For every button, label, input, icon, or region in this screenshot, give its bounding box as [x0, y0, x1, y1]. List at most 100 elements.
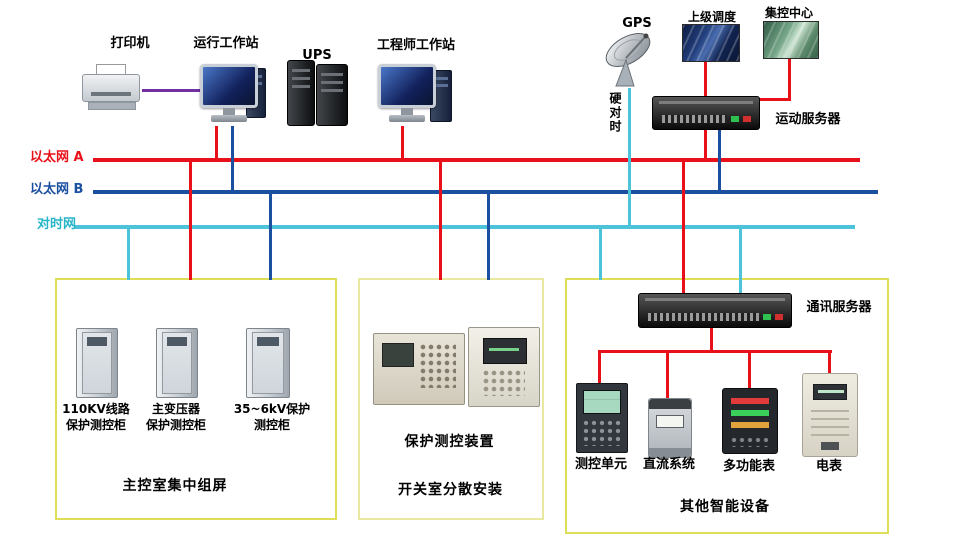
- connector-line: [439, 162, 442, 280]
- device-keypad: [483, 370, 525, 396]
- meter-port: [821, 442, 839, 450]
- operator-workstation-label: 运行工作站: [193, 36, 259, 51]
- meter-readout: [731, 398, 769, 404]
- server-ports: [662, 115, 727, 123]
- control-center-uplink: [788, 57, 791, 101]
- engineer-workstation-label: 工程师工作站: [376, 38, 455, 53]
- cabinet-label: 35~6kV保护 测控柜: [233, 402, 311, 432]
- gps-antenna-icon: [600, 28, 664, 90]
- connector-line: [231, 126, 234, 190]
- protection-cabinet-icon: [156, 328, 198, 398]
- connector-line: [682, 162, 685, 293]
- monitor-screen: [378, 64, 436, 108]
- main-control-room-caption: 主控室集中组屏: [122, 478, 228, 494]
- protection-device-icon: [373, 333, 465, 405]
- device-screen: [382, 343, 414, 367]
- dispatch-label: 上级调度: [687, 10, 736, 24]
- meter-display: [656, 415, 684, 428]
- time-sync-label: 对时网: [37, 217, 77, 232]
- dispatch-photo: [682, 24, 740, 62]
- device-label: 直流系统: [642, 457, 695, 472]
- device-screen: [483, 338, 527, 364]
- connector-line: [666, 353, 669, 398]
- protection-cabinet-icon: [246, 328, 290, 398]
- meter-readout: [731, 422, 769, 428]
- printer-label: 打印机: [110, 36, 150, 51]
- multifunction-meter-icon: [722, 388, 778, 454]
- connector-line: [739, 229, 742, 293]
- meter-terminals: [649, 448, 691, 457]
- device-keys: [583, 420, 621, 446]
- printer-icon: [82, 64, 140, 110]
- device-screen: [583, 390, 621, 414]
- connector-line: [269, 194, 272, 280]
- dc-system-icon: [648, 398, 692, 458]
- ethernet-a-label: 以太网 A: [30, 150, 84, 165]
- ups-tower-icon: [287, 60, 315, 126]
- connector-line: [215, 126, 218, 158]
- meter-readout: [731, 410, 769, 416]
- time-sync-bus: [75, 225, 855, 229]
- telecontrol-server-label: 运动服务器: [775, 112, 841, 127]
- server-ports: [648, 313, 759, 321]
- connector-line: [598, 353, 601, 383]
- connector-line: [401, 126, 404, 158]
- server-leds: [775, 314, 783, 320]
- server-leds: [743, 116, 751, 122]
- dispatch-uplink: [704, 60, 707, 96]
- comm-server-drop: [710, 326, 713, 352]
- switch-room-zone: [358, 278, 544, 520]
- meter-display: [813, 384, 847, 400]
- control-center-photo: [763, 21, 819, 59]
- device-label: 电表: [815, 459, 842, 474]
- operator-workstation-icon: [198, 64, 260, 122]
- device-keys: [420, 344, 456, 388]
- meter-top: [649, 399, 691, 409]
- connector-line: [828, 353, 831, 375]
- connector-line: [487, 194, 490, 280]
- protection-cabinet-icon: [76, 328, 118, 398]
- device-label: 多功能表: [722, 459, 775, 474]
- printer-tray: [88, 102, 136, 110]
- control-center-label: 集控中心: [764, 6, 813, 20]
- smart-devices-caption: 其他智能设备: [680, 499, 770, 515]
- monitor-stand: [223, 108, 235, 115]
- cabinet-label: 主变压器 保护测控柜: [145, 402, 206, 432]
- connector-line: [599, 229, 602, 280]
- protection-device-label: 保护测控装置: [404, 434, 495, 450]
- switch-room-caption: 开关室分散安装: [398, 482, 503, 498]
- hard-time-sync-label: 硬对时: [608, 92, 622, 134]
- ups-label: UPS: [302, 48, 332, 63]
- main-control-room-zone: [55, 278, 337, 520]
- meter-buttons: [731, 437, 769, 447]
- telecontrol-server-icon: [652, 96, 760, 130]
- measurement-unit-icon: [576, 383, 628, 453]
- gps-time-sync-line: [628, 88, 631, 225]
- monitor-base: [389, 115, 425, 122]
- energy-meter-icon: [802, 373, 858, 457]
- printer-cable: [142, 89, 200, 92]
- protection-device-icon: [468, 327, 540, 407]
- ethernet-a-bus: [93, 158, 860, 162]
- cabinet-label: 110KV线路 保护测控柜: [62, 402, 130, 432]
- meter-lines: [811, 408, 849, 436]
- smart-devices-zone: [565, 278, 889, 534]
- device-distribution-bus: [598, 350, 832, 353]
- connector-line: [127, 229, 130, 280]
- connector-line: [718, 128, 721, 190]
- monitor-stand: [401, 108, 413, 115]
- monitor-base: [211, 115, 247, 122]
- printer-body: [82, 74, 140, 102]
- engineer-workstation-icon: [376, 64, 438, 122]
- ethernet-b-bus: [93, 190, 878, 194]
- connector-line: [748, 353, 751, 388]
- connector-line: [189, 162, 192, 280]
- gps-label: GPS: [622, 16, 652, 31]
- control-center-uplink-bend: [757, 98, 791, 101]
- device-label: 测控单元: [574, 457, 627, 472]
- connector-line: [704, 128, 707, 158]
- printer-slot: [91, 92, 131, 96]
- monitor-screen: [200, 64, 258, 108]
- comm-server-label: 通讯服务器: [806, 300, 872, 315]
